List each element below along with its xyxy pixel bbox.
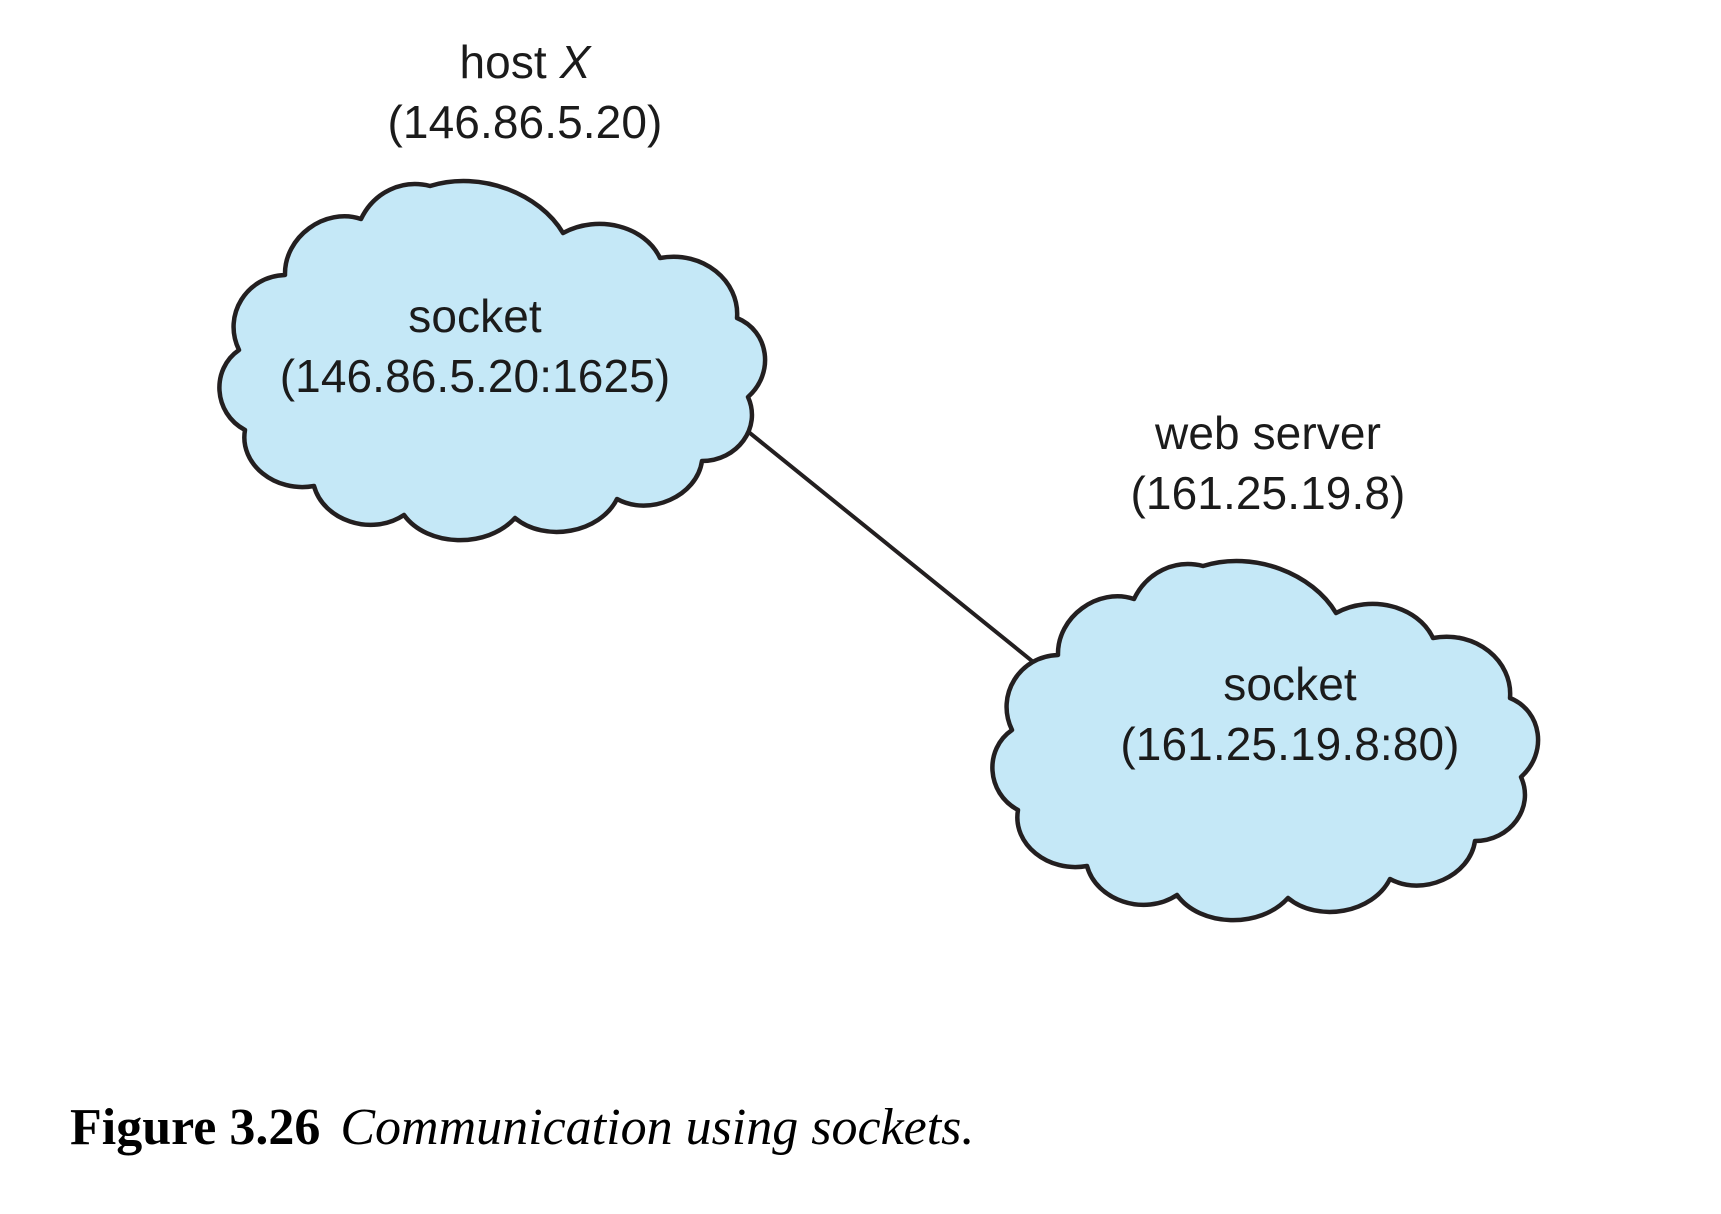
socket-connection-line — [707, 398, 1065, 688]
host-x-host-word: host — [459, 36, 547, 88]
host-x-socket-title: socket — [408, 290, 542, 342]
web-server-socket-address: (161.25.19.8:80) — [1120, 717, 1460, 770]
host-x-cloud — [217, 178, 768, 543]
figure-caption-text: Communication using sockets. — [340, 1099, 975, 1156]
host-x-title: host X — [275, 33, 775, 93]
cloud-shape-left — [217, 178, 768, 543]
web-server-label: web server (161.25.19.8) — [1043, 404, 1493, 524]
web-server-socket-title: socket — [1223, 658, 1357, 710]
web-server-title: web server — [1155, 407, 1381, 459]
web-server-address: (161.25.19.8) — [1130, 466, 1406, 519]
host-x-address: (146.86.5.20) — [387, 95, 663, 148]
figure-caption-number: Figure 3.26 — [70, 1099, 321, 1156]
host-x-label: host X (146.86.5.20) — [275, 33, 775, 153]
web-server-socket-label: socket (161.25.19.8:80) — [1010, 655, 1570, 775]
host-x-socket-label: socket (146.86.5.20:1625) — [195, 287, 755, 407]
web-server-cloud — [990, 558, 1541, 923]
host-x-socket-address: (146.86.5.20:1625) — [279, 349, 671, 402]
host-x-variable: X — [559, 36, 591, 88]
figure-caption: Figure 3.26 Communication using sockets. — [70, 1098, 1670, 1157]
cloud-shape-right — [990, 558, 1541, 923]
